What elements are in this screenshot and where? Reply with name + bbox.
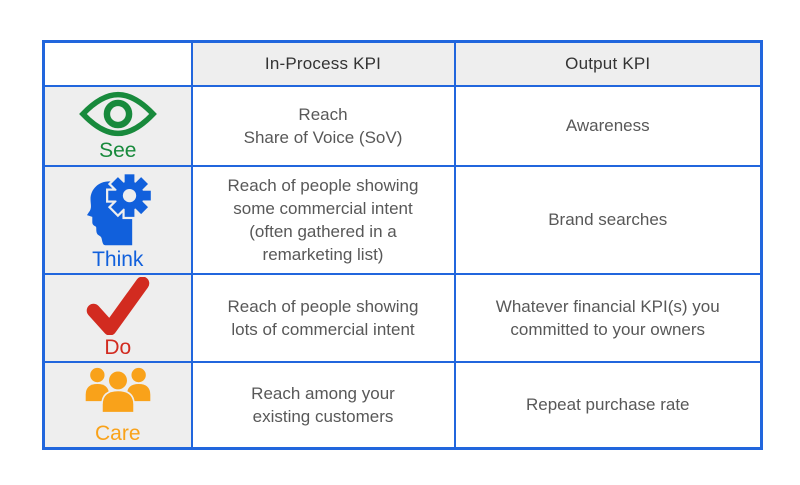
care-in-process-text: Reach among your existing customers bbox=[251, 383, 395, 426]
people-icon bbox=[85, 367, 151, 413]
header-corner-cell bbox=[42, 40, 193, 87]
row-do-icon-cell: Do bbox=[42, 272, 193, 363]
head-gear-icon bbox=[86, 171, 153, 245]
eye-icon bbox=[78, 91, 157, 136]
table-row-do: Do Reach of people showing lots of comme… bbox=[42, 272, 763, 363]
header-in-process-label: In-Process KPI bbox=[264, 53, 382, 73]
row-label-do: Do bbox=[104, 335, 132, 359]
row-label-think: Think bbox=[92, 247, 144, 271]
row-label-care: Care bbox=[94, 421, 141, 445]
row-do-in-process-cell: Reach of people showing lots of commerci… bbox=[190, 272, 456, 363]
care-output-text: Repeat purchase rate bbox=[526, 395, 690, 414]
row-think-in-process-cell: Reach of people showing some commercial … bbox=[190, 164, 456, 275]
checkmark-icon bbox=[86, 276, 150, 335]
row-care-icon-cell: Care bbox=[42, 360, 193, 449]
table-row-care: Care Reach among your existing customers… bbox=[42, 360, 763, 449]
think-output-text: Brand searches bbox=[548, 210, 668, 229]
kpi-framework-table: In-Process KPI Output KPI See Reach Shar… bbox=[42, 40, 763, 450]
row-see-icon-cell: See bbox=[42, 84, 193, 167]
header-row: In-Process KPI Output KPI bbox=[42, 40, 763, 87]
header-in-process-kpi: In-Process KPI bbox=[190, 40, 456, 87]
row-see-in-process-cell: Reach Share of Voice (SoV) bbox=[190, 84, 456, 167]
row-care-output-cell: Repeat purchase rate bbox=[453, 360, 763, 449]
row-see-output-cell: Awareness bbox=[453, 84, 763, 167]
row-label-see: See bbox=[99, 138, 137, 162]
think-in-process-text: Reach of people showing some commercial … bbox=[227, 175, 419, 264]
row-do-output-cell: Whatever financial KPI(s) you committed … bbox=[453, 272, 763, 363]
table-row-think: Think Reach of people showing some comme… bbox=[42, 164, 763, 275]
table-row-see: See Reach Share of Voice (SoV) Awareness bbox=[42, 84, 763, 167]
do-output-text: Whatever financial KPI(s) you committed … bbox=[495, 296, 720, 339]
header-output-kpi: Output KPI bbox=[453, 40, 763, 87]
row-think-output-cell: Brand searches bbox=[453, 164, 763, 275]
row-think-icon-cell: Think bbox=[42, 164, 193, 275]
row-care-in-process-cell: Reach among your existing customers bbox=[190, 360, 456, 449]
see-output-text: Awareness bbox=[565, 116, 650, 135]
see-in-process-text: Reach Share of Voice (SoV) bbox=[243, 104, 403, 147]
header-output-label: Output KPI bbox=[565, 53, 651, 73]
do-in-process-text: Reach of people showing lots of commerci… bbox=[227, 296, 419, 339]
